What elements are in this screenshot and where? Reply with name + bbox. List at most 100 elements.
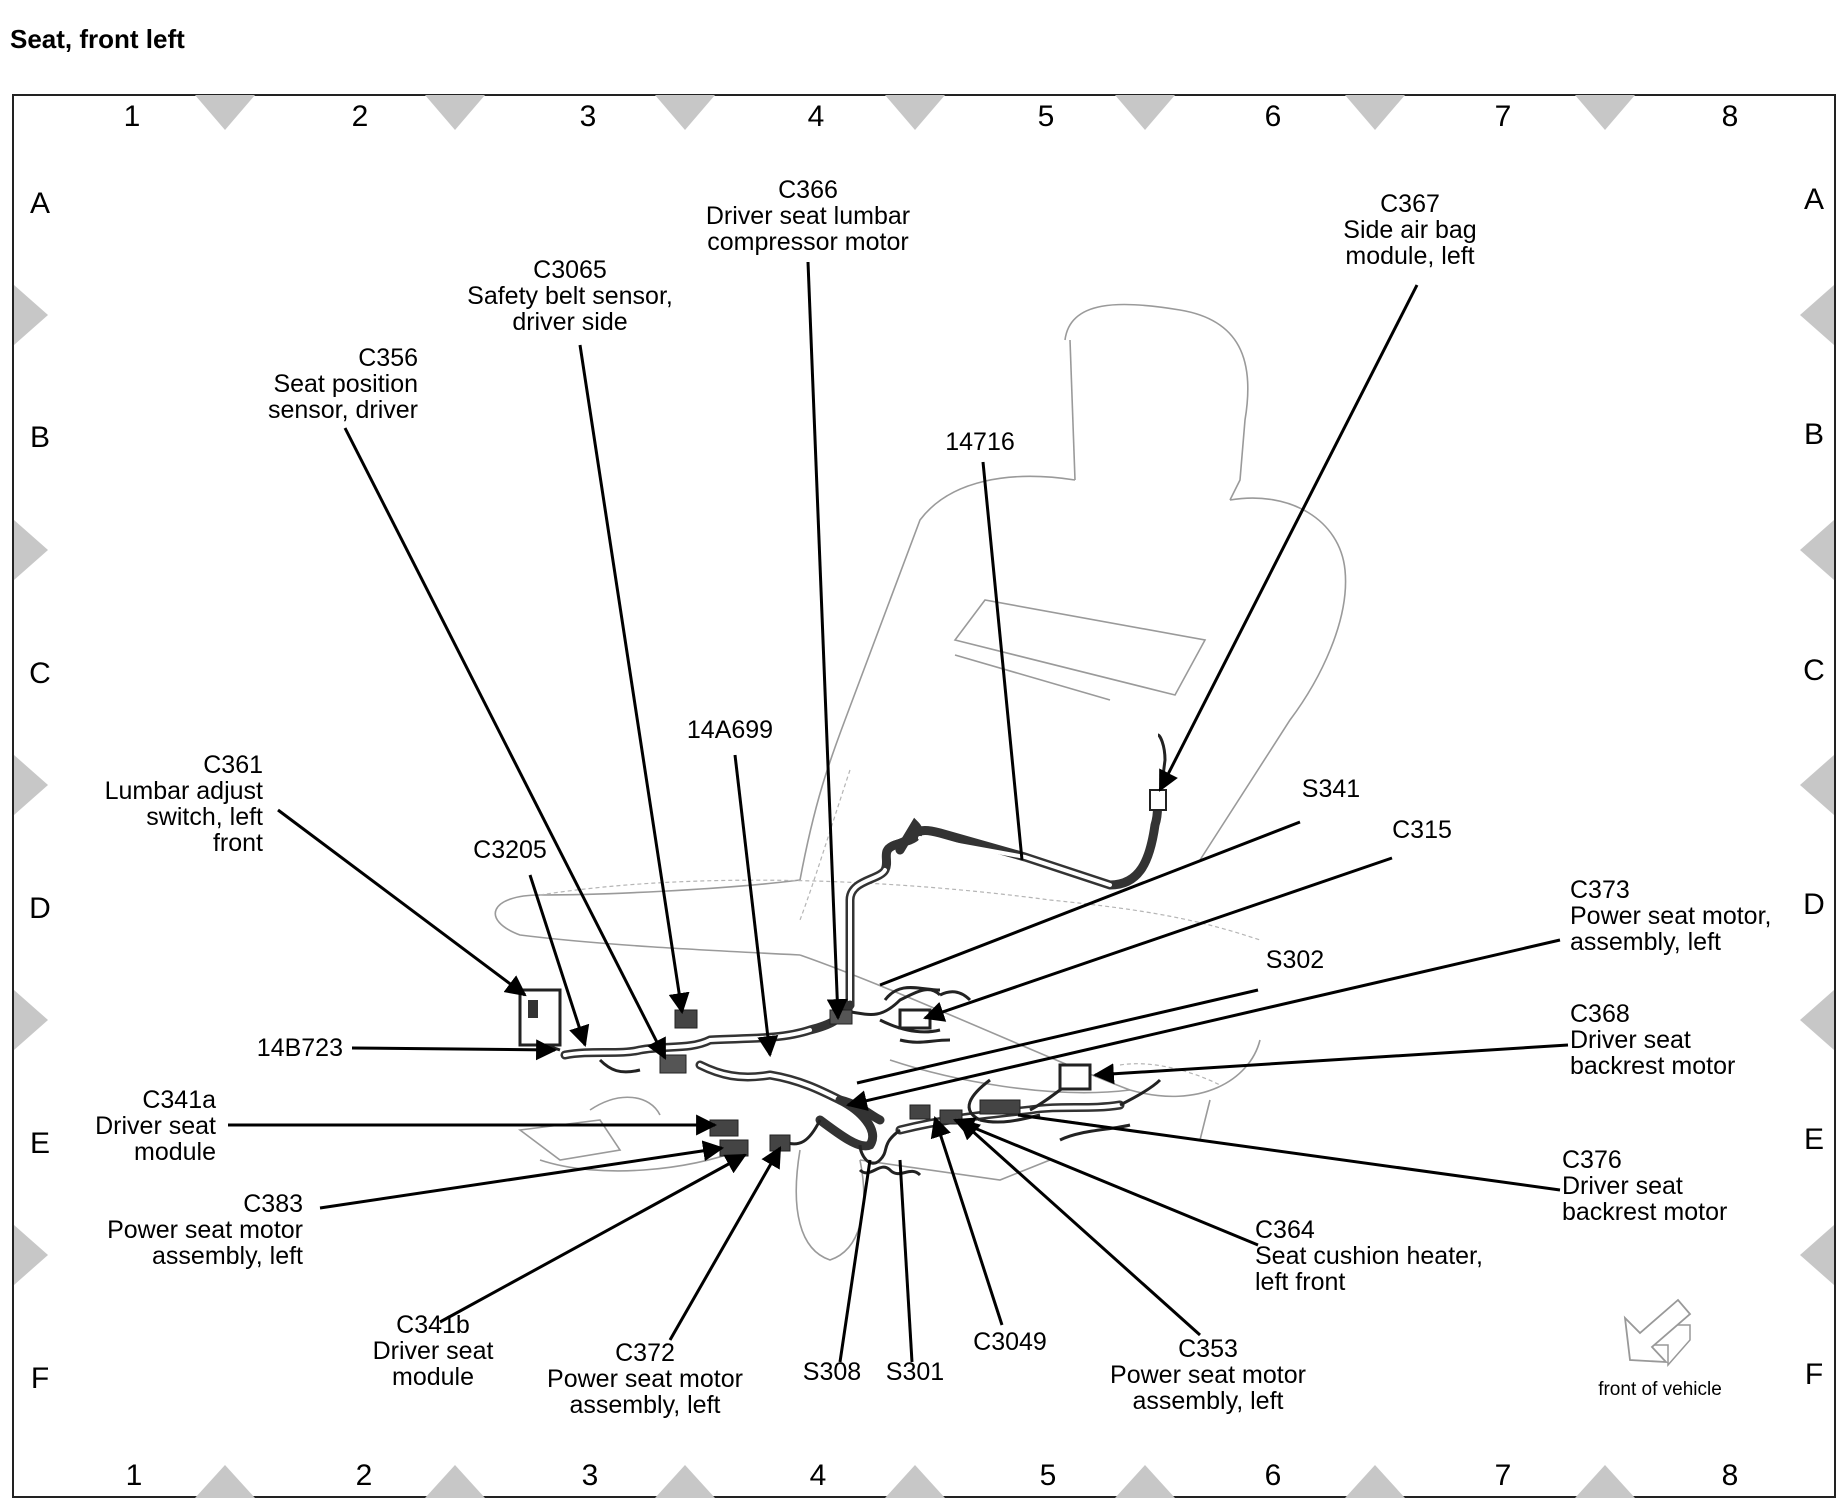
- callout-c353-id: C353: [1178, 1335, 1238, 1363]
- callout-c372-id: C372: [615, 1339, 675, 1367]
- frame-grid-markers: [14, 95, 1834, 1498]
- grid-col-1-bottom: 1: [126, 1459, 143, 1492]
- callout-c341a-line2: module: [134, 1138, 216, 1166]
- grid-row-d: D: [29, 892, 51, 925]
- connector-c376: [979, 1099, 1021, 1115]
- leader-s302: [856, 988, 1259, 1085]
- callout-c353-line2: assembly, left: [1133, 1387, 1284, 1415]
- callout-c383: C383 Power seat motor assembly, left: [107, 1190, 303, 1270]
- leader-s301: [898, 1159, 914, 1363]
- callout-c3065-id: C3065: [533, 256, 607, 284]
- callout-c356-line2: sensor, driver: [268, 396, 418, 424]
- callout-c383-line2: assembly, left: [152, 1242, 303, 1270]
- callout-c315: C315: [1392, 816, 1452, 844]
- grid-row-f: F: [31, 1362, 49, 1395]
- leader-c373: [845, 938, 1561, 1111]
- grid-col-1: 1: [124, 100, 141, 133]
- callout-c368-line1: Driver seat: [1570, 1026, 1691, 1054]
- callout-c372-line1: Power seat motor: [547, 1365, 743, 1393]
- callout-c341b-id: C341b: [396, 1311, 470, 1339]
- connector-c368: [1058, 1063, 1092, 1091]
- callout-c368: C368 Driver seat backrest motor: [1570, 1000, 1735, 1080]
- connector-c3049: [909, 1104, 931, 1120]
- callout-c353: C353 Power seat motor assembly, left: [1110, 1335, 1306, 1415]
- callout-c361-line2: switch, left: [146, 803, 263, 831]
- callout-s302: S302: [1266, 946, 1324, 974]
- leader-c383: [319, 1140, 725, 1210]
- page-title: Seat, front left: [10, 24, 185, 54]
- callout-c364: C364 Seat cushion heater, left front: [1255, 1216, 1483, 1296]
- callout-s308: S308: [803, 1358, 861, 1386]
- grid-row-c-right: C: [1803, 654, 1825, 687]
- callout-c376: C376 Driver seat backrest motor: [1562, 1146, 1727, 1226]
- grid-col-8-bottom: 8: [1722, 1459, 1739, 1492]
- connectors: [518, 789, 1167, 1157]
- connector-c3065: [674, 1009, 698, 1029]
- callout-14a699: 14A699: [687, 716, 773, 744]
- front-of-vehicle-arrow-icon: [1623, 1298, 1692, 1367]
- grid-col-5: 5: [1038, 100, 1055, 133]
- leader-c3065: [578, 344, 690, 1015]
- grid-col-7-bottom: 7: [1495, 1459, 1512, 1492]
- grid-row-a-right: A: [1804, 183, 1824, 216]
- grid-col-5-bottom: 5: [1040, 1459, 1057, 1492]
- callout-c341b-line2: module: [392, 1363, 474, 1391]
- wiring-harness: [529, 733, 1167, 1177]
- callout-c3065-line2: driver side: [512, 308, 627, 336]
- grid-col-3: 3: [580, 100, 597, 133]
- callout-s341: S341: [1302, 775, 1360, 803]
- callout-c341a: C341a Driver seat module: [95, 1086, 216, 1166]
- callout-c373: C373 Power seat motor, assembly, left: [1570, 876, 1771, 956]
- callout-c364-line1: Seat cushion heater,: [1255, 1242, 1483, 1270]
- callout-s301: S301: [886, 1358, 944, 1386]
- callout-c376-id: C376: [1562, 1146, 1622, 1174]
- connector-c361-pin: [528, 1000, 538, 1018]
- callout-c376-line2: backrest motor: [1562, 1198, 1727, 1226]
- callout-c372-line2: assembly, left: [570, 1391, 721, 1419]
- leader-c341b: [439, 1153, 747, 1324]
- connector-c356: [659, 1054, 687, 1074]
- callout-c368-line2: backrest motor: [1570, 1052, 1735, 1080]
- leader-s341: [879, 820, 1301, 987]
- grid-row-b: B: [30, 421, 50, 454]
- leader-c3205: [528, 874, 590, 1047]
- grid-row-e: E: [30, 1127, 50, 1160]
- grid-col-2: 2: [352, 100, 369, 133]
- leader-c353: [958, 1118, 1202, 1337]
- callout-14716: 14716: [945, 428, 1015, 456]
- grid-row-d-right: D: [1803, 888, 1825, 921]
- callout-c356-id: C356: [358, 344, 418, 372]
- callout-14b723: 14B723: [257, 1034, 343, 1062]
- callout-c383-id: C383: [243, 1190, 303, 1218]
- grid-row-labels-left: A B C D E F: [29, 187, 51, 1395]
- callout-c361-line1: Lumbar adjust: [105, 777, 263, 805]
- grid-col-4-bottom: 4: [810, 1459, 827, 1492]
- leader-c376: [1017, 1113, 1561, 1192]
- grid-column-labels-top: 1 2 3 4 5 6 7 8: [124, 100, 1739, 133]
- callout-c367-id: C367: [1380, 190, 1440, 218]
- leader-c3049: [930, 1116, 1004, 1326]
- callout-c373-id: C373: [1570, 876, 1630, 904]
- callout-c373-line2: assembly, left: [1570, 928, 1721, 956]
- grid-col-6-bottom: 6: [1265, 1459, 1282, 1492]
- grid-column-labels-bottom: 1 2 3 4 5 6 7 8: [126, 1459, 1739, 1492]
- grid-col-6: 6: [1265, 100, 1282, 133]
- connector-c367: [1149, 789, 1167, 811]
- callout-c356-line1: Seat position: [273, 370, 418, 398]
- callout-c366-line1: Driver seat lumbar: [706, 202, 910, 230]
- leader-14a699: [733, 754, 779, 1058]
- leader-c367: [1158, 284, 1419, 792]
- callout-c3205: C3205: [473, 836, 547, 864]
- callout-c364-id: C364: [1255, 1216, 1315, 1244]
- leader-c356: [343, 427, 667, 1060]
- callout-c367-line2: module, left: [1345, 242, 1474, 270]
- leader-s308: [838, 1159, 872, 1363]
- callout-c341a-id: C341a: [142, 1086, 216, 1114]
- grid-row-labels-right: A B C D E F: [1803, 183, 1825, 1391]
- callout-c356: C356 Seat position sensor, driver: [268, 344, 418, 424]
- leader-14b723: [351, 1039, 558, 1061]
- leader-c366: [806, 261, 848, 1021]
- leader-14716: [981, 461, 1024, 861]
- callout-c341a-line1: Driver seat: [95, 1112, 216, 1140]
